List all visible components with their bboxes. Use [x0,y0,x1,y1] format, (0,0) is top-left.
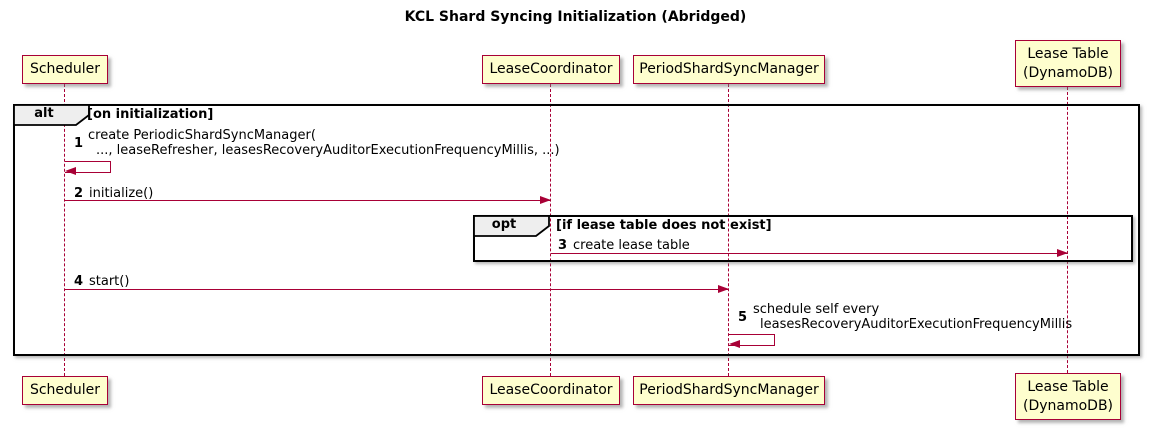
operator-tab-shape-icon [473,215,550,237]
message-5-self-arrow [729,334,775,346]
message-4-arrowhead-icon [718,285,729,293]
participant-label: LeaseCoordinator [489,382,613,399]
message-5-text-line2: leasesRecoveryAuditorExecutionFrequencyM… [760,317,1073,332]
participant-label: PeriodShardSyncManager [639,382,819,399]
lifeline-scheduler [64,84,65,376]
message-1-arrowhead-icon [65,167,76,175]
message-5-text-line1: schedule self every [753,302,880,317]
participant-label: Scheduler [29,61,101,78]
diagram-title: KCL Shard Syncing Initialization (Abridg… [404,9,747,25]
opt-frame [473,215,1133,262]
participant-label-line2: (DynamoDB) [1022,397,1114,414]
alt-guard-condition: [on initialization] [87,107,214,122]
participant-label: PeriodShardSyncManager [639,61,819,78]
participant-period-shard-sync-manager-bottom: PeriodShardSyncManager [633,376,825,405]
message-3-number: 3 [558,238,568,253]
message-1-text-line1: create PeriodicShardSyncManager( [88,128,316,143]
alt-operator-label: alt [34,106,54,121]
opt-operator-tab: opt [473,215,551,237]
participant-label-line1: Lease Table [1027,379,1109,396]
opt-operator-label: opt [491,217,517,232]
participant-label: Scheduler [29,382,101,399]
message-1-self-arrow [65,161,111,173]
participant-lease-coordinator-bottom: LeaseCoordinator [482,376,620,405]
participant-period-shard-sync-manager-top: PeriodShardSyncManager [633,55,825,84]
participant-scheduler-top: Scheduler [22,55,108,84]
message-5-arrowhead-icon [729,340,740,348]
lifeline-lease-coordinator [550,84,551,376]
message-4-number: 4 [74,274,84,289]
message-2-text: initialize() [89,186,154,201]
message-5-number: 5 [738,310,748,325]
lifeline-period-shard-sync-manager [728,84,729,376]
participant-label: LeaseCoordinator [489,61,613,78]
alt-operator-tab: alt [13,104,91,126]
participant-scheduler-bottom: Scheduler [22,376,108,405]
message-2-arrow [65,200,551,201]
participant-lease-coordinator-top: LeaseCoordinator [482,55,620,84]
lifeline-lease-table [1067,87,1068,373]
message-3-arrow [551,253,1068,254]
message-4-arrow [65,289,729,290]
participant-label-line1: Lease Table [1027,46,1109,63]
operator-tab-shape-icon [13,104,90,126]
opt-guard-condition: [if lease table does not exist] [556,218,772,233]
message-2-number: 2 [74,186,84,201]
message-3-text: create lease table [573,238,690,253]
message-1-number: 1 [74,136,84,151]
message-4-text: start() [89,274,130,289]
alt-frame [13,104,1140,356]
message-2-arrowhead-icon [540,196,551,204]
participant-lease-table-bottom: Lease Table (DynamoDB) [1015,373,1121,420]
participant-label-line2: (DynamoDB) [1022,64,1114,81]
message-3-arrowhead-icon [1057,249,1068,257]
message-1-text-line2: ..., leaseRefresher, leasesRecoveryAudit… [96,143,560,158]
participant-lease-table-top: Lease Table (DynamoDB) [1015,40,1121,87]
